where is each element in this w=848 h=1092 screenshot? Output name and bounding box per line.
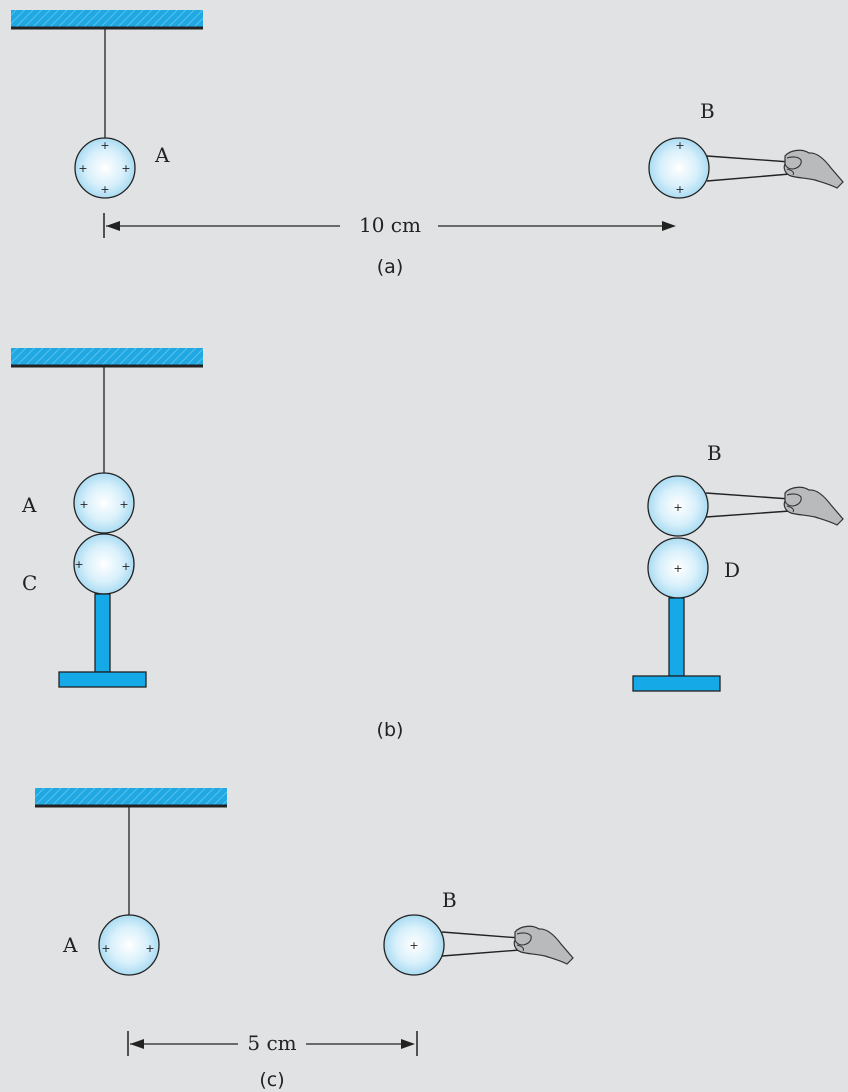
distance-label-a: 10 cm bbox=[359, 213, 421, 237]
charge-mark: + bbox=[675, 183, 684, 196]
ceiling-support-b bbox=[11, 348, 203, 365]
caption-c: (c) bbox=[259, 1069, 284, 1091]
charge-mark: + bbox=[675, 139, 684, 152]
sphere-d: + bbox=[647, 537, 709, 599]
sphere-a: + + bbox=[98, 914, 160, 976]
arrowhead-left bbox=[130, 1039, 144, 1049]
arrowhead-left bbox=[106, 221, 120, 231]
panel-b: + + A + + C + B + D bbox=[11, 348, 844, 741]
ceiling-support-a bbox=[11, 10, 203, 27]
distance-indicator-c bbox=[127, 1031, 418, 1056]
charge-mark: + bbox=[100, 139, 109, 152]
insulating-stand-d bbox=[632, 597, 721, 692]
hand-icon bbox=[783, 149, 844, 189]
panel-c: + + A + B 5 cm (c) bbox=[35, 788, 574, 1091]
panel-a: + + + + A + + B 10 cm (a) bbox=[11, 10, 844, 278]
sphere-b-label: B bbox=[442, 888, 457, 912]
sphere-a: + + bbox=[73, 472, 135, 534]
caption-b: (b) bbox=[377, 719, 404, 741]
charge-mark: + bbox=[74, 558, 83, 571]
hand-icon bbox=[513, 925, 574, 965]
distance-label-c: 5 cm bbox=[247, 1031, 296, 1055]
charge-mark: + bbox=[119, 498, 128, 511]
charge-mark: + bbox=[100, 183, 109, 196]
distance-indicator-a bbox=[103, 213, 676, 238]
sphere-a-label: A bbox=[21, 493, 37, 517]
sphere-a-label: A bbox=[62, 933, 78, 957]
sphere-c-label: C bbox=[22, 571, 37, 595]
arrowhead-right bbox=[401, 1039, 415, 1049]
sphere-b: + + bbox=[648, 137, 710, 199]
hand-icon bbox=[783, 486, 844, 526]
sphere-b: + bbox=[383, 914, 445, 976]
sphere-a: + + + + bbox=[74, 137, 136, 199]
charge-mark: + bbox=[673, 562, 682, 575]
arrowhead-right bbox=[662, 221, 676, 231]
sphere-c: + + bbox=[73, 533, 135, 595]
charge-mark: + bbox=[673, 501, 682, 514]
sphere-d-label: D bbox=[724, 558, 740, 582]
charge-mark: + bbox=[409, 939, 418, 952]
tongs-c bbox=[441, 931, 521, 957]
sphere-b-label: B bbox=[707, 441, 722, 465]
ceiling-support-c bbox=[35, 788, 227, 805]
insulating-stand-c bbox=[58, 593, 147, 688]
sphere-b: + bbox=[647, 475, 709, 537]
charge-mark: + bbox=[121, 560, 130, 573]
sphere-a-label: A bbox=[154, 143, 170, 167]
charge-mark: + bbox=[78, 162, 87, 175]
caption-a: (a) bbox=[377, 256, 403, 278]
tongs-a bbox=[706, 155, 791, 182]
tongs-b bbox=[705, 492, 791, 518]
charge-mark: + bbox=[101, 942, 110, 955]
charge-mark: + bbox=[145, 942, 154, 955]
sphere-b-label: B bbox=[700, 99, 715, 123]
charge-mark: + bbox=[79, 498, 88, 511]
charge-mark: + bbox=[121, 162, 130, 175]
